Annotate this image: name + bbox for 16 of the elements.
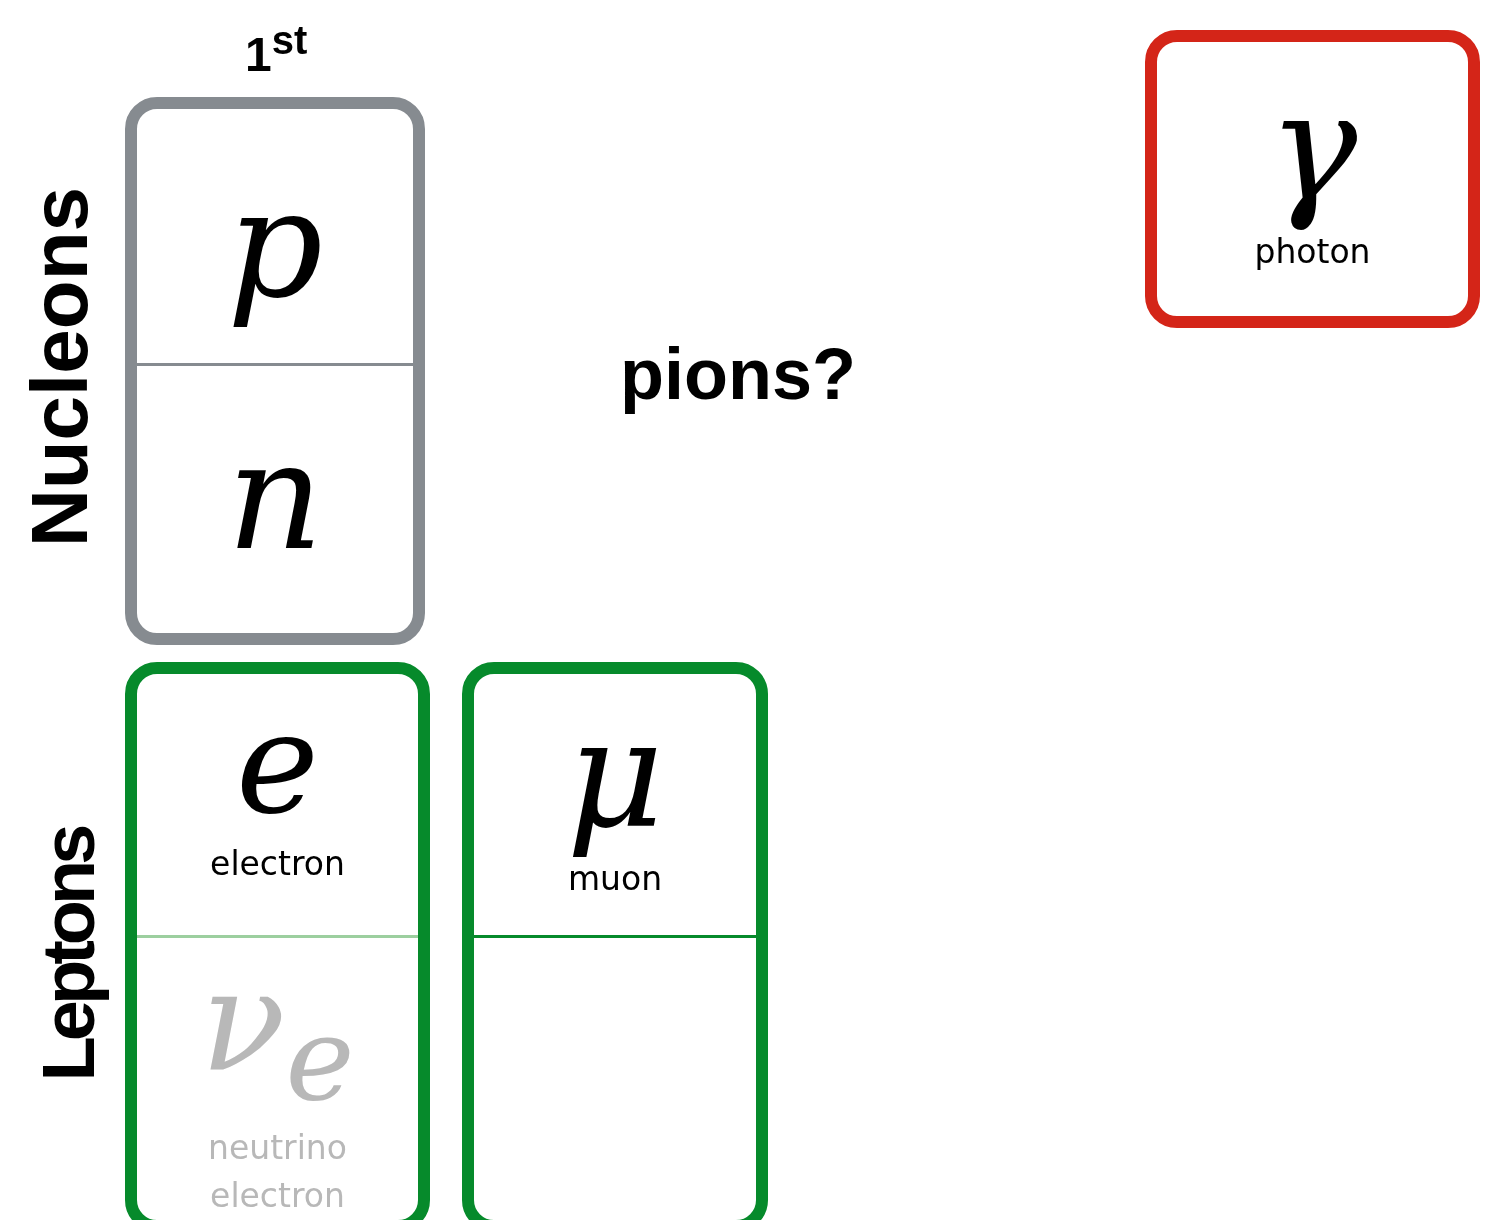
- particle-column: [462, 662, 768, 1220]
- particle-symbol: γ: [1267, 60, 1358, 234]
- particle-column: [125, 662, 430, 1220]
- particle-symbol: e: [236, 682, 319, 845]
- generation-label: 1$^{st}$: [245, 20, 308, 79]
- particle-name: neutrino electron: [207, 1126, 348, 1217]
- particle-name: muon: [566, 858, 664, 900]
- particle-symbol: n: [226, 409, 324, 583]
- group-label: Nucleons: [20, 186, 100, 548]
- particle-name: electron: [209, 843, 346, 885]
- particle-symbol: p: [227, 157, 323, 331]
- particle-column: [125, 97, 425, 645]
- particle-symbol: μ: [566, 687, 664, 861]
- particle-symbol: ν$_{e}$: [200, 940, 355, 1103]
- particle-card: [1145, 30, 1480, 328]
- particle-name: photon: [1253, 231, 1372, 273]
